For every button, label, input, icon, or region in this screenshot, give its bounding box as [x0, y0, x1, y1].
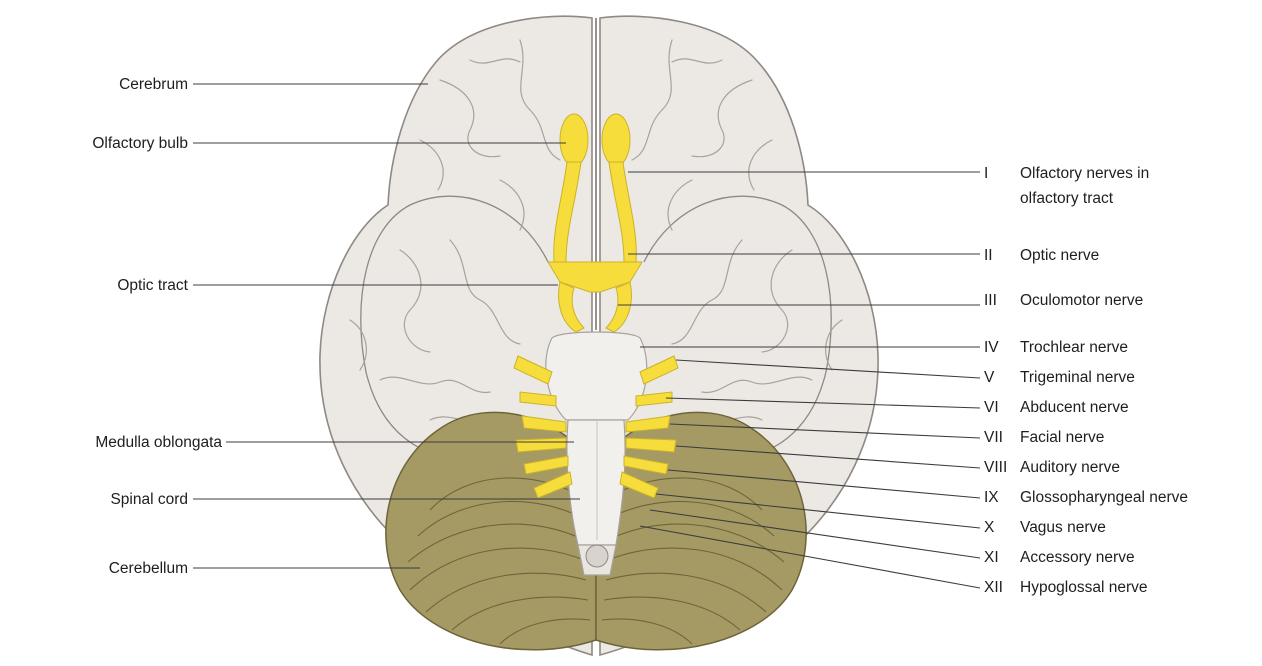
nerve-numeral: V [984, 369, 995, 386]
nerve-numeral: VII [984, 429, 1003, 446]
nerve-name: Accessory nerve [1020, 549, 1135, 566]
nerve-numeral: I [984, 165, 988, 182]
label-cerebellum: Cerebellum [109, 560, 188, 577]
brain-illustration [320, 16, 878, 655]
nerve-name: Glossopharyngeal nerve [1020, 489, 1188, 506]
left-labels: Cerebrum Olfactory bulb Optic tract Medu… [92, 76, 222, 577]
nerve-numeral: IX [984, 489, 999, 506]
nerve-numeral: XII [984, 579, 1003, 596]
label-medulla-oblongata: Medulla oblongata [95, 434, 222, 451]
nerve-name: Vagus nerve [1020, 519, 1106, 536]
nerve-name: Trigeminal nerve [1020, 369, 1135, 386]
nerve-name: Facial nerve [1020, 429, 1104, 446]
cranial-nerve-labels: I Olfactory nerves in olfactory tract II… [984, 165, 1188, 596]
nerve-name: Abducent nerve [1020, 399, 1129, 416]
olfactory-nerves-shape [554, 114, 637, 262]
nerve-name: Hypoglossal nerve [1020, 579, 1148, 596]
nerve-numeral: VIII [984, 459, 1007, 476]
nerve-name: Trochlear nerve [1020, 339, 1128, 356]
nerve-numeral: IV [984, 339, 999, 356]
pons [546, 332, 647, 420]
label-spinal-cord: Spinal cord [110, 491, 188, 508]
nerve-numeral: III [984, 292, 997, 309]
nerve-numeral: XI [984, 549, 999, 566]
label-olfactory-bulb: Olfactory bulb [92, 135, 188, 152]
medulla-oblongata-shape [567, 420, 625, 545]
label-optic-tract: Optic tract [117, 277, 188, 294]
nerve-numeral: VI [984, 399, 999, 416]
spinal-cord-section [586, 545, 608, 567]
nerve-name: Auditory nerve [1020, 459, 1120, 476]
nerve-name: Oculomotor nerve [1020, 292, 1143, 309]
nerve-name: Optic nerve [1020, 247, 1099, 264]
nerve-numeral: X [984, 519, 995, 536]
nerve-name: Olfactory nerves in [1020, 165, 1149, 182]
nerve-name-line2: olfactory tract [1020, 190, 1114, 207]
label-cerebrum: Cerebrum [119, 76, 188, 93]
nerve-numeral: II [984, 247, 993, 264]
